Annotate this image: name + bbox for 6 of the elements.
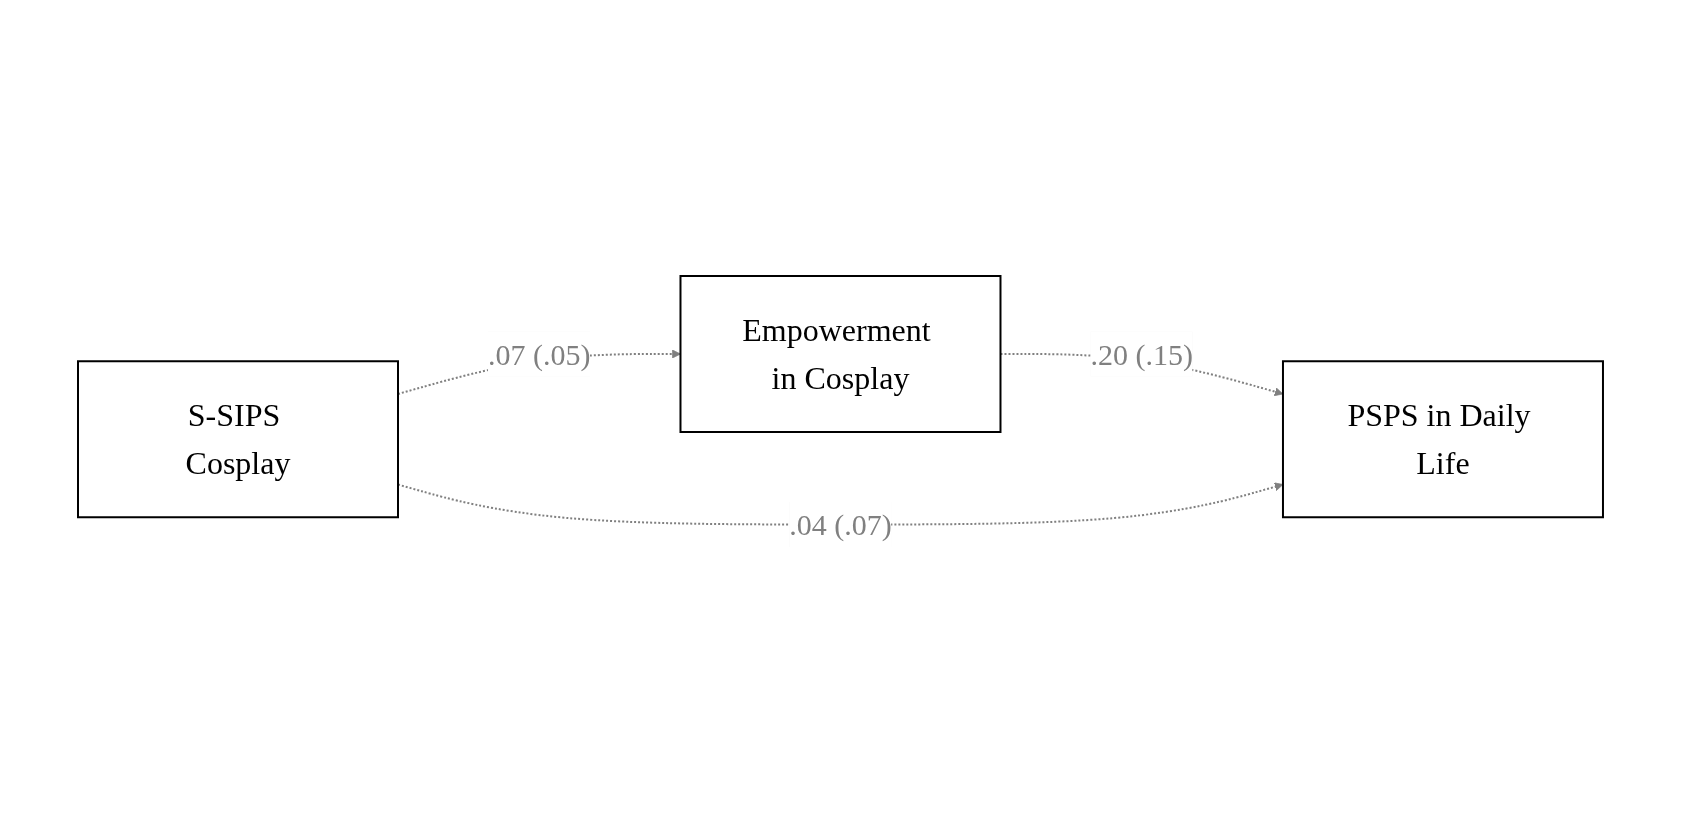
edge-label: .07 (.05) [488,337,591,371]
edge-label: .20 (.15) [1090,337,1193,371]
edge-label: .04 (.07) [789,508,892,541]
node-box: Empowerment in Cosplay [679,275,1002,433]
node-box: PSPS in Daily Life [1282,360,1604,519]
node-box: S-SIPS Cosplay [77,360,399,519]
